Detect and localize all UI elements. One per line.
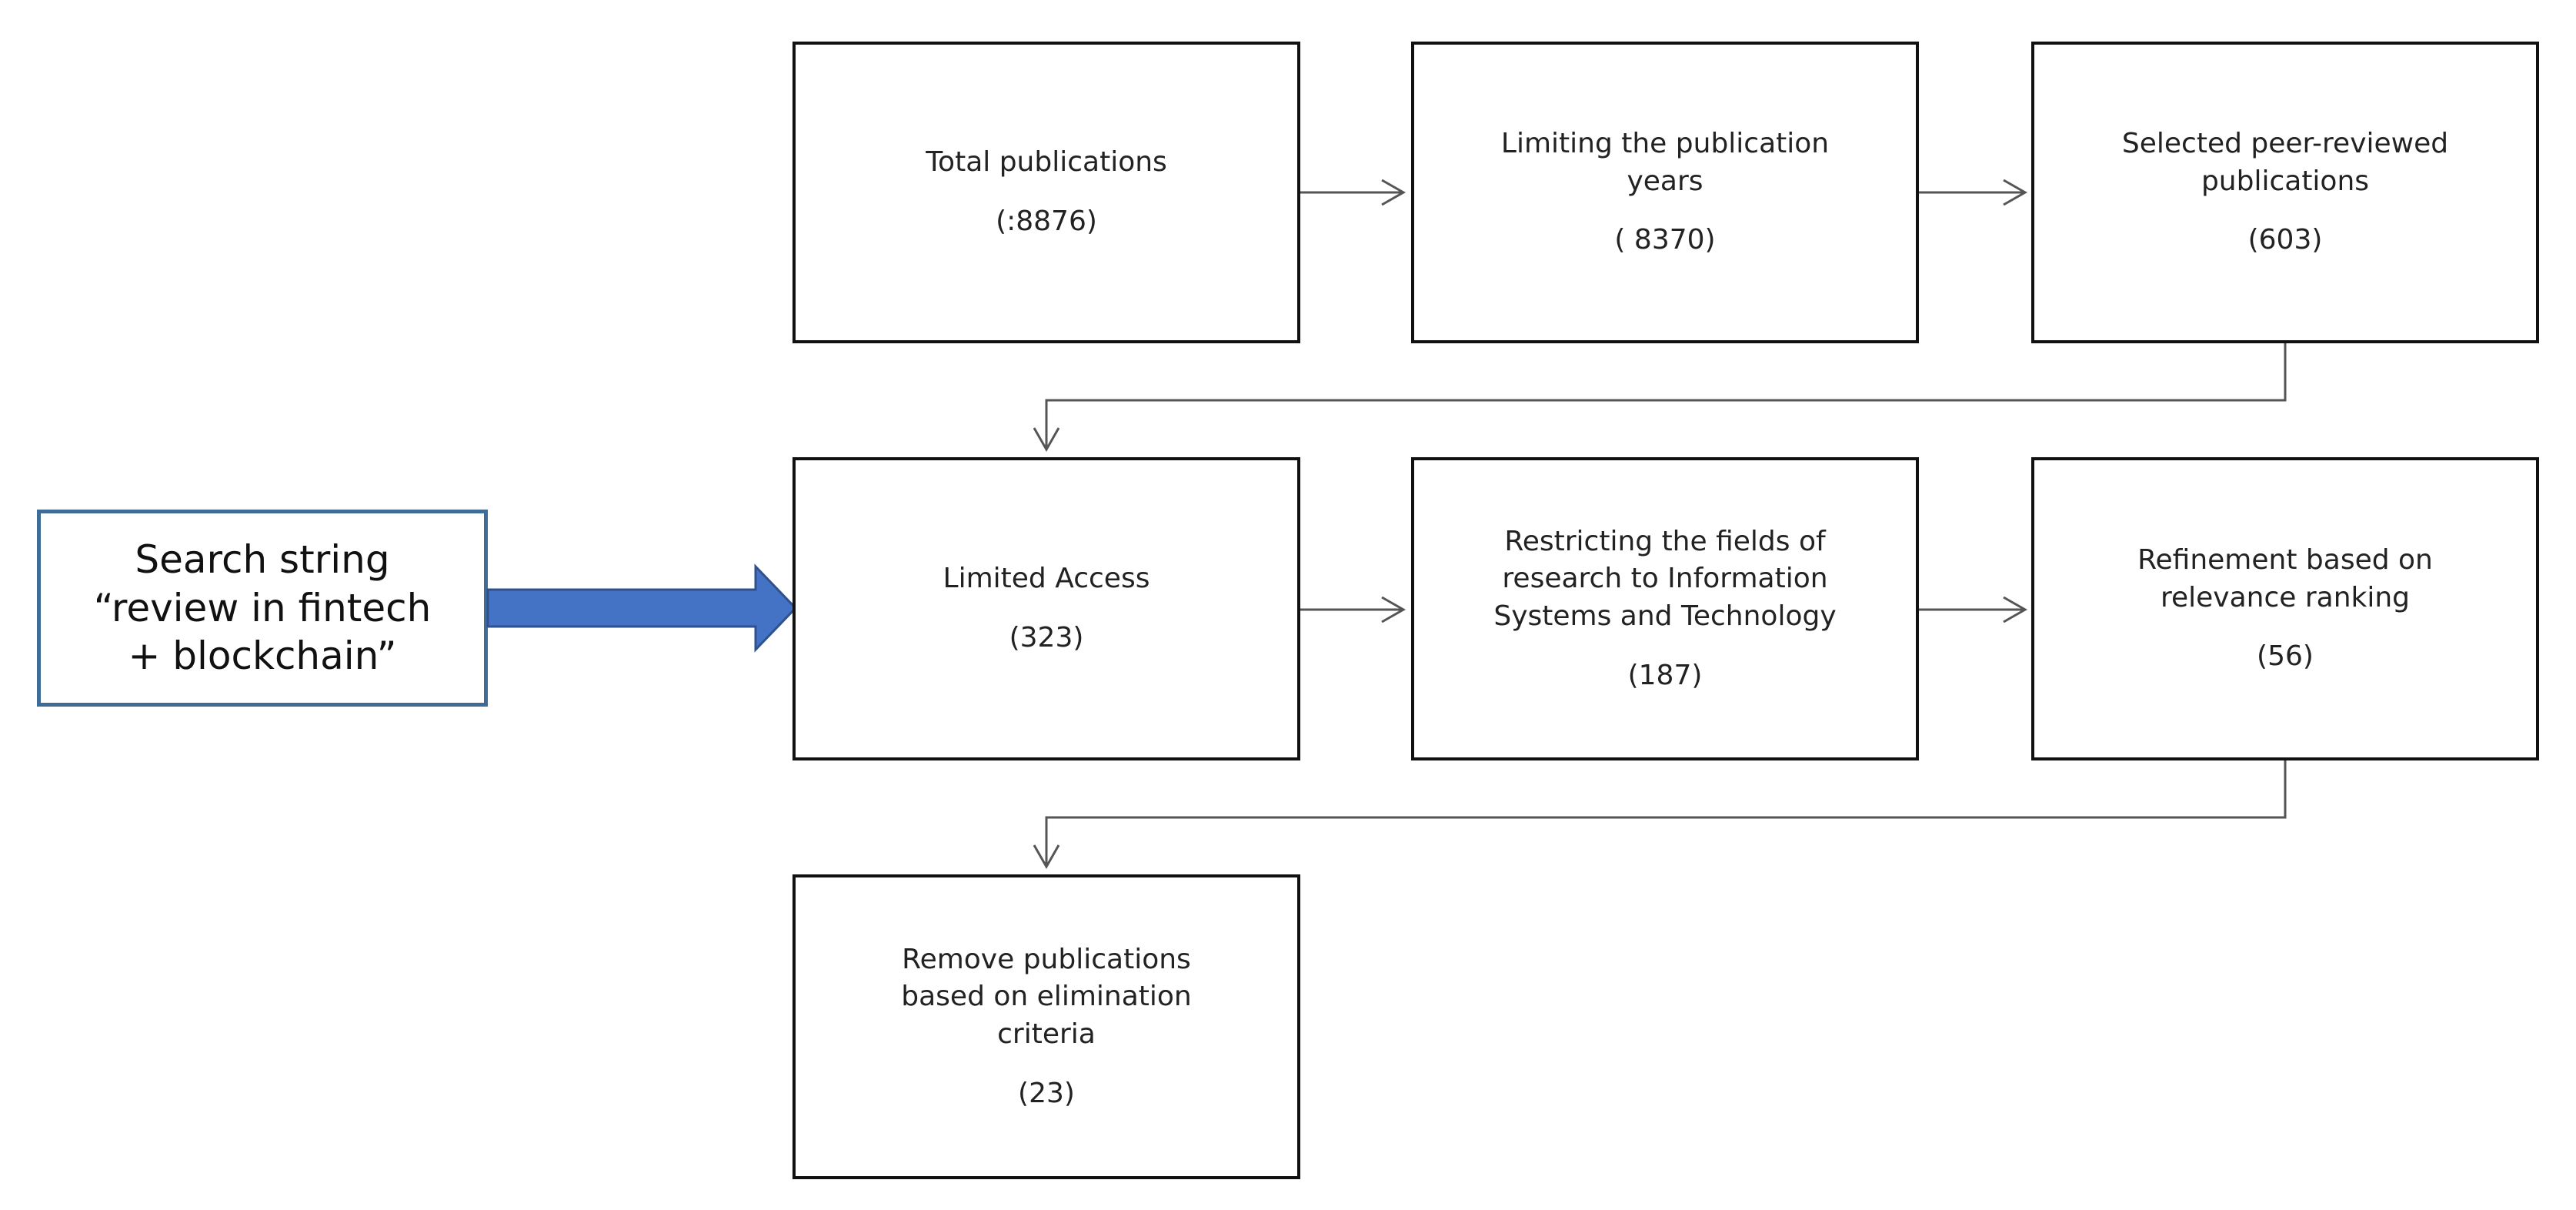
arrow-step6-to-step7 [1033, 760, 2287, 870]
step-total-publications: Total publications (:8876) [792, 42, 1300, 343]
step-remove-publications: Remove publications based on elimination… [792, 874, 1300, 1179]
step-count: (23) [1018, 1077, 1075, 1109]
step-label: Total publications [926, 146, 1167, 179]
step-selected-peer-reviewed: Selected peer-reviewed publications (603… [2031, 42, 2539, 343]
step-restricting-fields: Restricting the fields of research to In… [1411, 457, 1919, 760]
step-label: Restricting the fields of research to In… [1493, 525, 1837, 632]
arrow-step4-to-step5 [1299, 596, 1406, 623]
step-limited-access: Limited Access (323) [792, 457, 1300, 760]
arrow-step1-to-step2 [1299, 179, 1406, 206]
search-string-text: Search string“review in fintech+ blockch… [94, 536, 432, 680]
step-label: Limiting the publication years [1500, 128, 1830, 197]
step-label: Selected peer-reviewed publications [2121, 128, 2449, 197]
search-arrow [486, 563, 798, 653]
step-count: (187) [1627, 659, 1703, 691]
step-count: ( 8370) [1614, 224, 1716, 256]
step-count: (323) [1009, 622, 1084, 653]
search-line-3: + blockchain” [128, 633, 397, 679]
arrow-step5-to-step6 [1919, 596, 2028, 623]
step-label: Refinement based on relevance ranking [2137, 544, 2433, 613]
step-relevance-ranking: Refinement based on relevance ranking (5… [2031, 457, 2539, 760]
step-limiting-publication-years: Limiting the publication years ( 8370) [1411, 42, 1919, 343]
step-label: Remove publications based on elimination… [901, 943, 1192, 1050]
search-line-2: “review in fintech [93, 585, 432, 630]
step-count: (603) [2247, 224, 2323, 256]
search-line-1: Search string [135, 537, 390, 583]
step-count: (56) [2257, 640, 2314, 673]
step-label: Limited Access [943, 563, 1150, 595]
arrow-step2-to-step3 [1919, 179, 2028, 206]
step-count: (:8876) [996, 206, 1097, 237]
search-string-box: Search string“review in fintech+ blockch… [37, 510, 488, 707]
arrow-step3-to-step4 [1033, 343, 2287, 453]
